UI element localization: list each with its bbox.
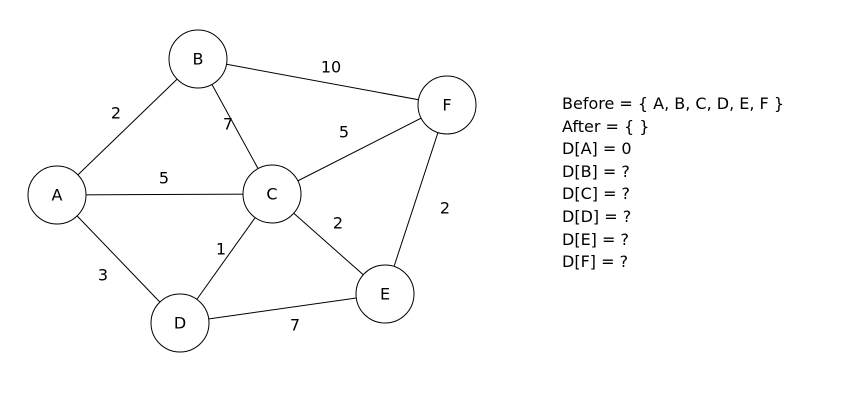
before-set: Before = { A, B, C, D, E, F } xyxy=(562,94,785,113)
node-label-f: F xyxy=(442,96,451,115)
node-circle-a xyxy=(27,165,87,225)
node-c: C xyxy=(242,164,302,224)
distance-e: D[E] = ? xyxy=(562,229,629,249)
edge-weight-e-f: 2 xyxy=(440,199,450,218)
after-set: After = { } xyxy=(562,116,650,136)
edge-weight-b-c: 7 xyxy=(223,115,233,134)
node-label-e: E xyxy=(380,285,390,304)
node-circle-c xyxy=(242,164,302,224)
node-e: E xyxy=(355,264,415,324)
node-circle-d xyxy=(150,293,210,353)
edge-weight-a-d: 3 xyxy=(98,266,108,285)
node-label-a: A xyxy=(52,186,63,205)
edge-a-b xyxy=(56,58,199,196)
node-label-d: D xyxy=(174,314,186,333)
distance-c: D[C] = ? xyxy=(562,184,631,204)
node-f: F xyxy=(417,75,477,135)
edge-weight-c-d: 1 xyxy=(216,240,226,259)
edge-weight-c-f: 5 xyxy=(339,123,349,142)
node-d: D xyxy=(150,293,210,353)
edge-weight-a-c: 5 xyxy=(159,169,169,188)
node-b: B xyxy=(168,29,228,89)
node-circle-e xyxy=(355,264,415,324)
edge-weight-a-b: 2 xyxy=(111,104,121,123)
distance-a: D[A] = 0 xyxy=(562,139,632,159)
edge-e-f xyxy=(384,104,448,295)
algorithm-state-panel: Before = { A, B, C, D, E, F } After = { … xyxy=(562,93,784,274)
edge-d-e xyxy=(179,293,386,324)
distance-b: D[B] = ? xyxy=(562,161,630,181)
nodes-layer: A B C D E F xyxy=(27,29,477,353)
edge-c-f xyxy=(271,104,448,195)
node-label-c: C xyxy=(266,185,277,204)
edge-weight-b-f: 10 xyxy=(321,58,341,77)
node-a: A xyxy=(27,165,87,225)
node-circle-f xyxy=(417,75,477,135)
distance-f: D[F] = ? xyxy=(562,252,629,272)
edge-a-c xyxy=(56,193,273,196)
edge-weight-c-e: 2 xyxy=(333,214,343,233)
distance-d: D[D] = ? xyxy=(562,206,632,226)
edge-a-d xyxy=(56,194,181,324)
edge-b-f xyxy=(197,58,448,106)
node-label-b: B xyxy=(193,50,204,69)
node-circle-b xyxy=(168,29,228,89)
edge-weight-d-e: 7 xyxy=(290,316,300,335)
